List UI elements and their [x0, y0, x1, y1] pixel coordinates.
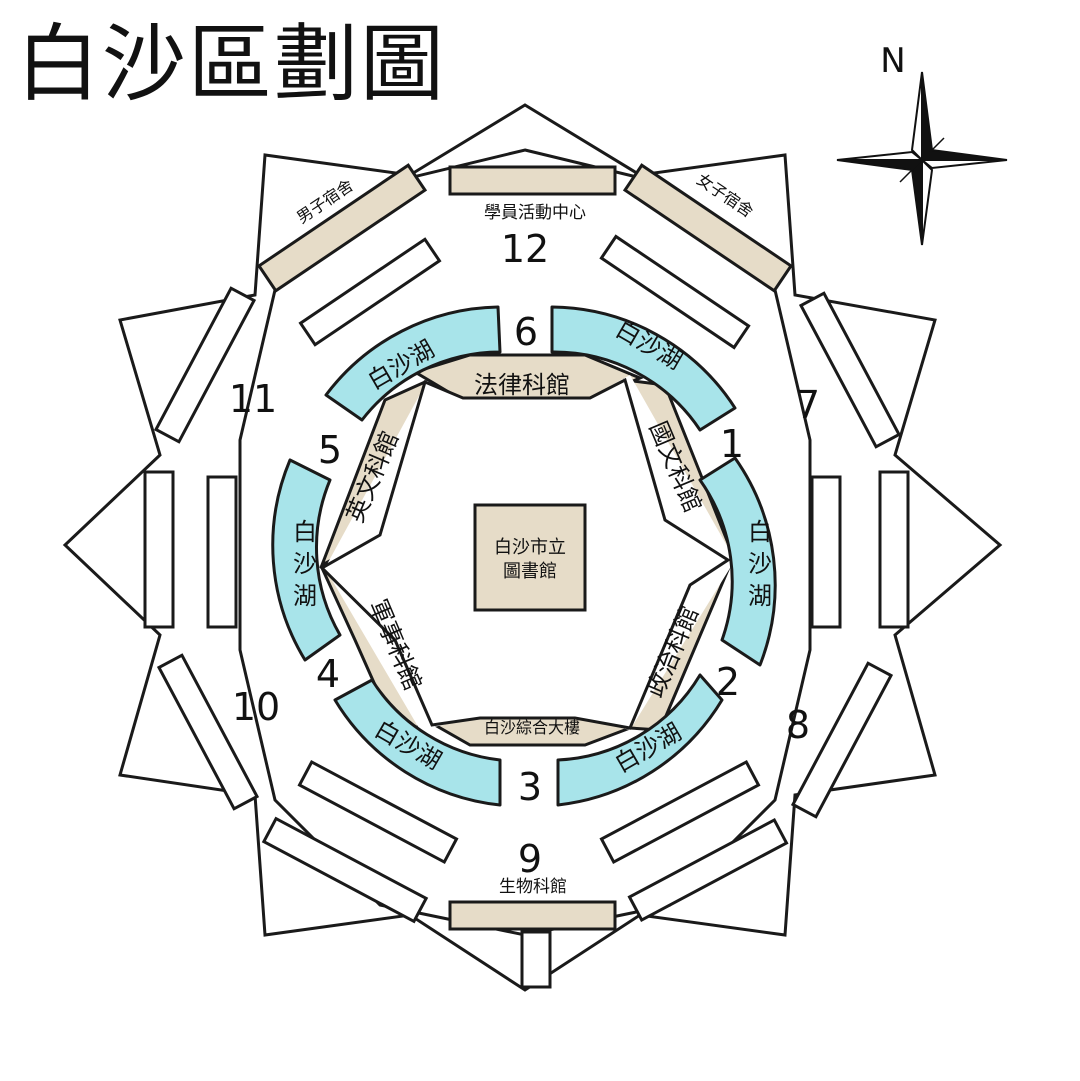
white-building: [798, 291, 902, 449]
baisha-complex-label: 白沙綜合大樓: [484, 718, 580, 737]
lake-char: 湖: [293, 582, 317, 610]
zone-11: 11: [229, 377, 277, 421]
compass-rose-icon: [836, 71, 1008, 246]
lake-south-west[interactable]: [333, 678, 502, 807]
lake-label-west: 白 沙 湖: [293, 518, 317, 610]
zone-7: 7: [796, 383, 820, 427]
white-building: [790, 661, 894, 819]
white-building: [599, 759, 761, 865]
white-building: [627, 817, 789, 923]
map-title: 白沙區劃圖: [16, 15, 447, 113]
law-building-label: 法律科館: [474, 371, 570, 399]
zone-5: 5: [318, 428, 342, 472]
white-building: [143, 470, 175, 629]
white-building: [810, 475, 842, 629]
lake-char: 白: [748, 518, 772, 546]
white-building: [878, 470, 910, 629]
white-building: [156, 653, 260, 811]
zone-6: 6: [514, 310, 538, 354]
zone-1: 1: [720, 422, 744, 466]
zone-9: 9: [518, 837, 542, 881]
white-building: [298, 237, 442, 347]
lake-east[interactable]: [698, 456, 777, 667]
white-building: [206, 475, 238, 629]
zone-8: 8: [786, 703, 810, 747]
library-label-line1: 白沙市立: [494, 537, 566, 558]
white-building: [261, 816, 429, 924]
mens-dorm-building[interactable]: [256, 163, 428, 293]
library-building[interactable]: [473, 503, 587, 612]
zone-10: 10: [232, 685, 280, 729]
lake-south-east[interactable]: [556, 673, 724, 807]
zone-4: 4: [316, 652, 340, 696]
white-building: [297, 759, 459, 865]
lake-char: 白: [293, 518, 317, 546]
student-activity-center-building[interactable]: [448, 165, 617, 196]
zone-3: 3: [518, 765, 542, 809]
lake-label-east: 白 沙 湖: [748, 518, 772, 610]
student-activity-center-label: 學員活動中心: [484, 203, 586, 223]
biology-building-label: 生物科館: [499, 877, 567, 897]
womens-dorm-building[interactable]: [622, 163, 794, 293]
white-building: [599, 234, 751, 350]
south-gate-building: [520, 930, 552, 989]
lake-char: 沙: [293, 550, 317, 578]
library-label-line2: 圖書館: [503, 561, 557, 582]
lake-north-east[interactable]: [550, 305, 737, 432]
zone-12: 12: [501, 227, 549, 271]
biology-building[interactable]: [448, 900, 617, 931]
lake-north-west[interactable]: [324, 305, 502, 422]
lake-char: 沙: [748, 550, 772, 578]
lake-west[interactable]: [271, 458, 342, 662]
compass-north-label: N: [880, 41, 905, 81]
white-building: [153, 286, 257, 444]
lake-char: 湖: [748, 582, 772, 610]
zone-2: 2: [716, 660, 740, 704]
zone-numbers: 1 2 3 4 5 6 7 8 9 10 11 12: [229, 227, 820, 881]
